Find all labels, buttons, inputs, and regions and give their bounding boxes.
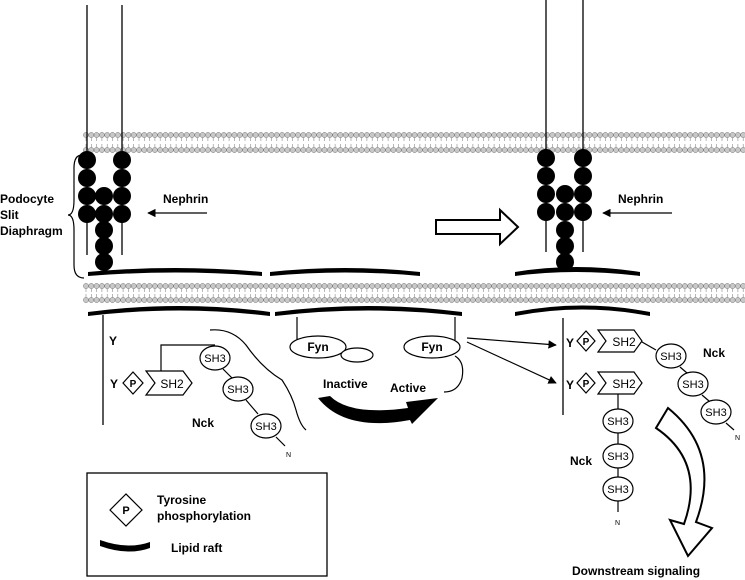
svg-text:N: N bbox=[615, 520, 620, 527]
svg-text:N: N bbox=[286, 452, 291, 459]
svg-text:SH3: SH3 bbox=[607, 451, 628, 463]
downstream-arrow bbox=[654, 406, 714, 558]
svg-text:Y: Y bbox=[566, 336, 574, 350]
podocyte-label-1: Podocyte bbox=[0, 192, 54, 206]
svg-text:SH2: SH2 bbox=[160, 377, 184, 391]
svg-text:Nephrin: Nephrin bbox=[163, 192, 208, 206]
svg-text:SH3: SH3 bbox=[660, 351, 681, 363]
lipid-raft-mid-bottom bbox=[275, 306, 462, 316]
inactive-label: Inactive bbox=[323, 377, 368, 391]
nephrin-ig-domains bbox=[78, 149, 592, 271]
svg-text:SH3: SH3 bbox=[255, 421, 276, 433]
downstream-label: Downstream signaling bbox=[572, 564, 700, 578]
activation-arrow bbox=[318, 396, 438, 424]
nephrin-label-right: Nephrin bbox=[602, 192, 672, 218]
legend-box bbox=[86, 472, 328, 577]
legend-tyrosine-2: phosphorylation bbox=[157, 509, 251, 523]
legend-lipid-raft bbox=[100, 540, 150, 552]
svg-text:Nck: Nck bbox=[192, 416, 214, 430]
lipid-raft-left-top bbox=[88, 268, 262, 276]
y-left-top: Y bbox=[109, 334, 117, 348]
svg-text:P: P bbox=[130, 379, 137, 390]
legend-lipid-raft-label: Lipid raft bbox=[171, 541, 222, 555]
legend-tyrosine-1: Tyrosine bbox=[157, 493, 206, 507]
nck-right-1: Y P SH2 SH3 SH3 SH3 N Nck bbox=[566, 329, 740, 442]
lipid-raft-mid-top bbox=[270, 268, 420, 276]
podocyte-label-group: Podocyte Slit Diaphragm bbox=[0, 154, 85, 279]
lipid-raft-right-bottom bbox=[515, 305, 650, 316]
svg-text:SH2: SH2 bbox=[612, 377, 636, 391]
podocyte-label-3: Diaphragm bbox=[0, 224, 63, 238]
nck-right-2: Y P SH2 SH3 SH3 SH3 N Nck bbox=[566, 371, 643, 527]
membranes bbox=[83, 132, 745, 303]
podocyte-label-2: Slit bbox=[0, 208, 19, 222]
svg-text:P: P bbox=[583, 337, 590, 348]
nephrin-label-left: Nephrin bbox=[147, 192, 208, 218]
svg-text:SH3: SH3 bbox=[682, 379, 703, 391]
transition-arrow bbox=[435, 207, 520, 247]
lipid-raft-right-top bbox=[515, 267, 640, 276]
svg-text:SH3: SH3 bbox=[607, 484, 628, 496]
podocyte-bracket bbox=[67, 154, 85, 279]
svg-text:Y: Y bbox=[566, 378, 574, 392]
legend-p-symbol bbox=[109, 493, 143, 527]
svg-text:P: P bbox=[122, 505, 129, 517]
svg-text:SH3: SH3 bbox=[607, 416, 628, 428]
y-left-bottom: Y bbox=[110, 377, 118, 391]
svg-text:Nck: Nck bbox=[570, 454, 592, 468]
fyn-inactive-label: Fyn bbox=[307, 340, 328, 354]
active-label: Active bbox=[390, 381, 426, 395]
svg-text:SH3: SH3 bbox=[227, 384, 248, 396]
svg-text:SH3: SH3 bbox=[204, 353, 225, 365]
svg-text:SH3: SH3 bbox=[705, 407, 726, 419]
lipid-raft-left-bottom bbox=[88, 306, 270, 316]
svg-text:N: N bbox=[735, 435, 740, 442]
svg-text:SH2: SH2 bbox=[612, 335, 636, 349]
svg-text:P: P bbox=[583, 379, 590, 390]
lipid-rafts bbox=[88, 267, 650, 316]
fyn-group: Fyn Fyn Inactive Active bbox=[289, 317, 464, 424]
fyn-active-label: Fyn bbox=[421, 340, 442, 354]
nck-left: P SH2 SH3 SH3 SH3 N Nck bbox=[122, 329, 307, 459]
svg-text:Nephrin: Nephrin bbox=[618, 192, 663, 206]
legend: P Tyrosine phosphorylation Lipid raft bbox=[86, 472, 328, 577]
svg-text:Nck: Nck bbox=[703, 346, 725, 360]
